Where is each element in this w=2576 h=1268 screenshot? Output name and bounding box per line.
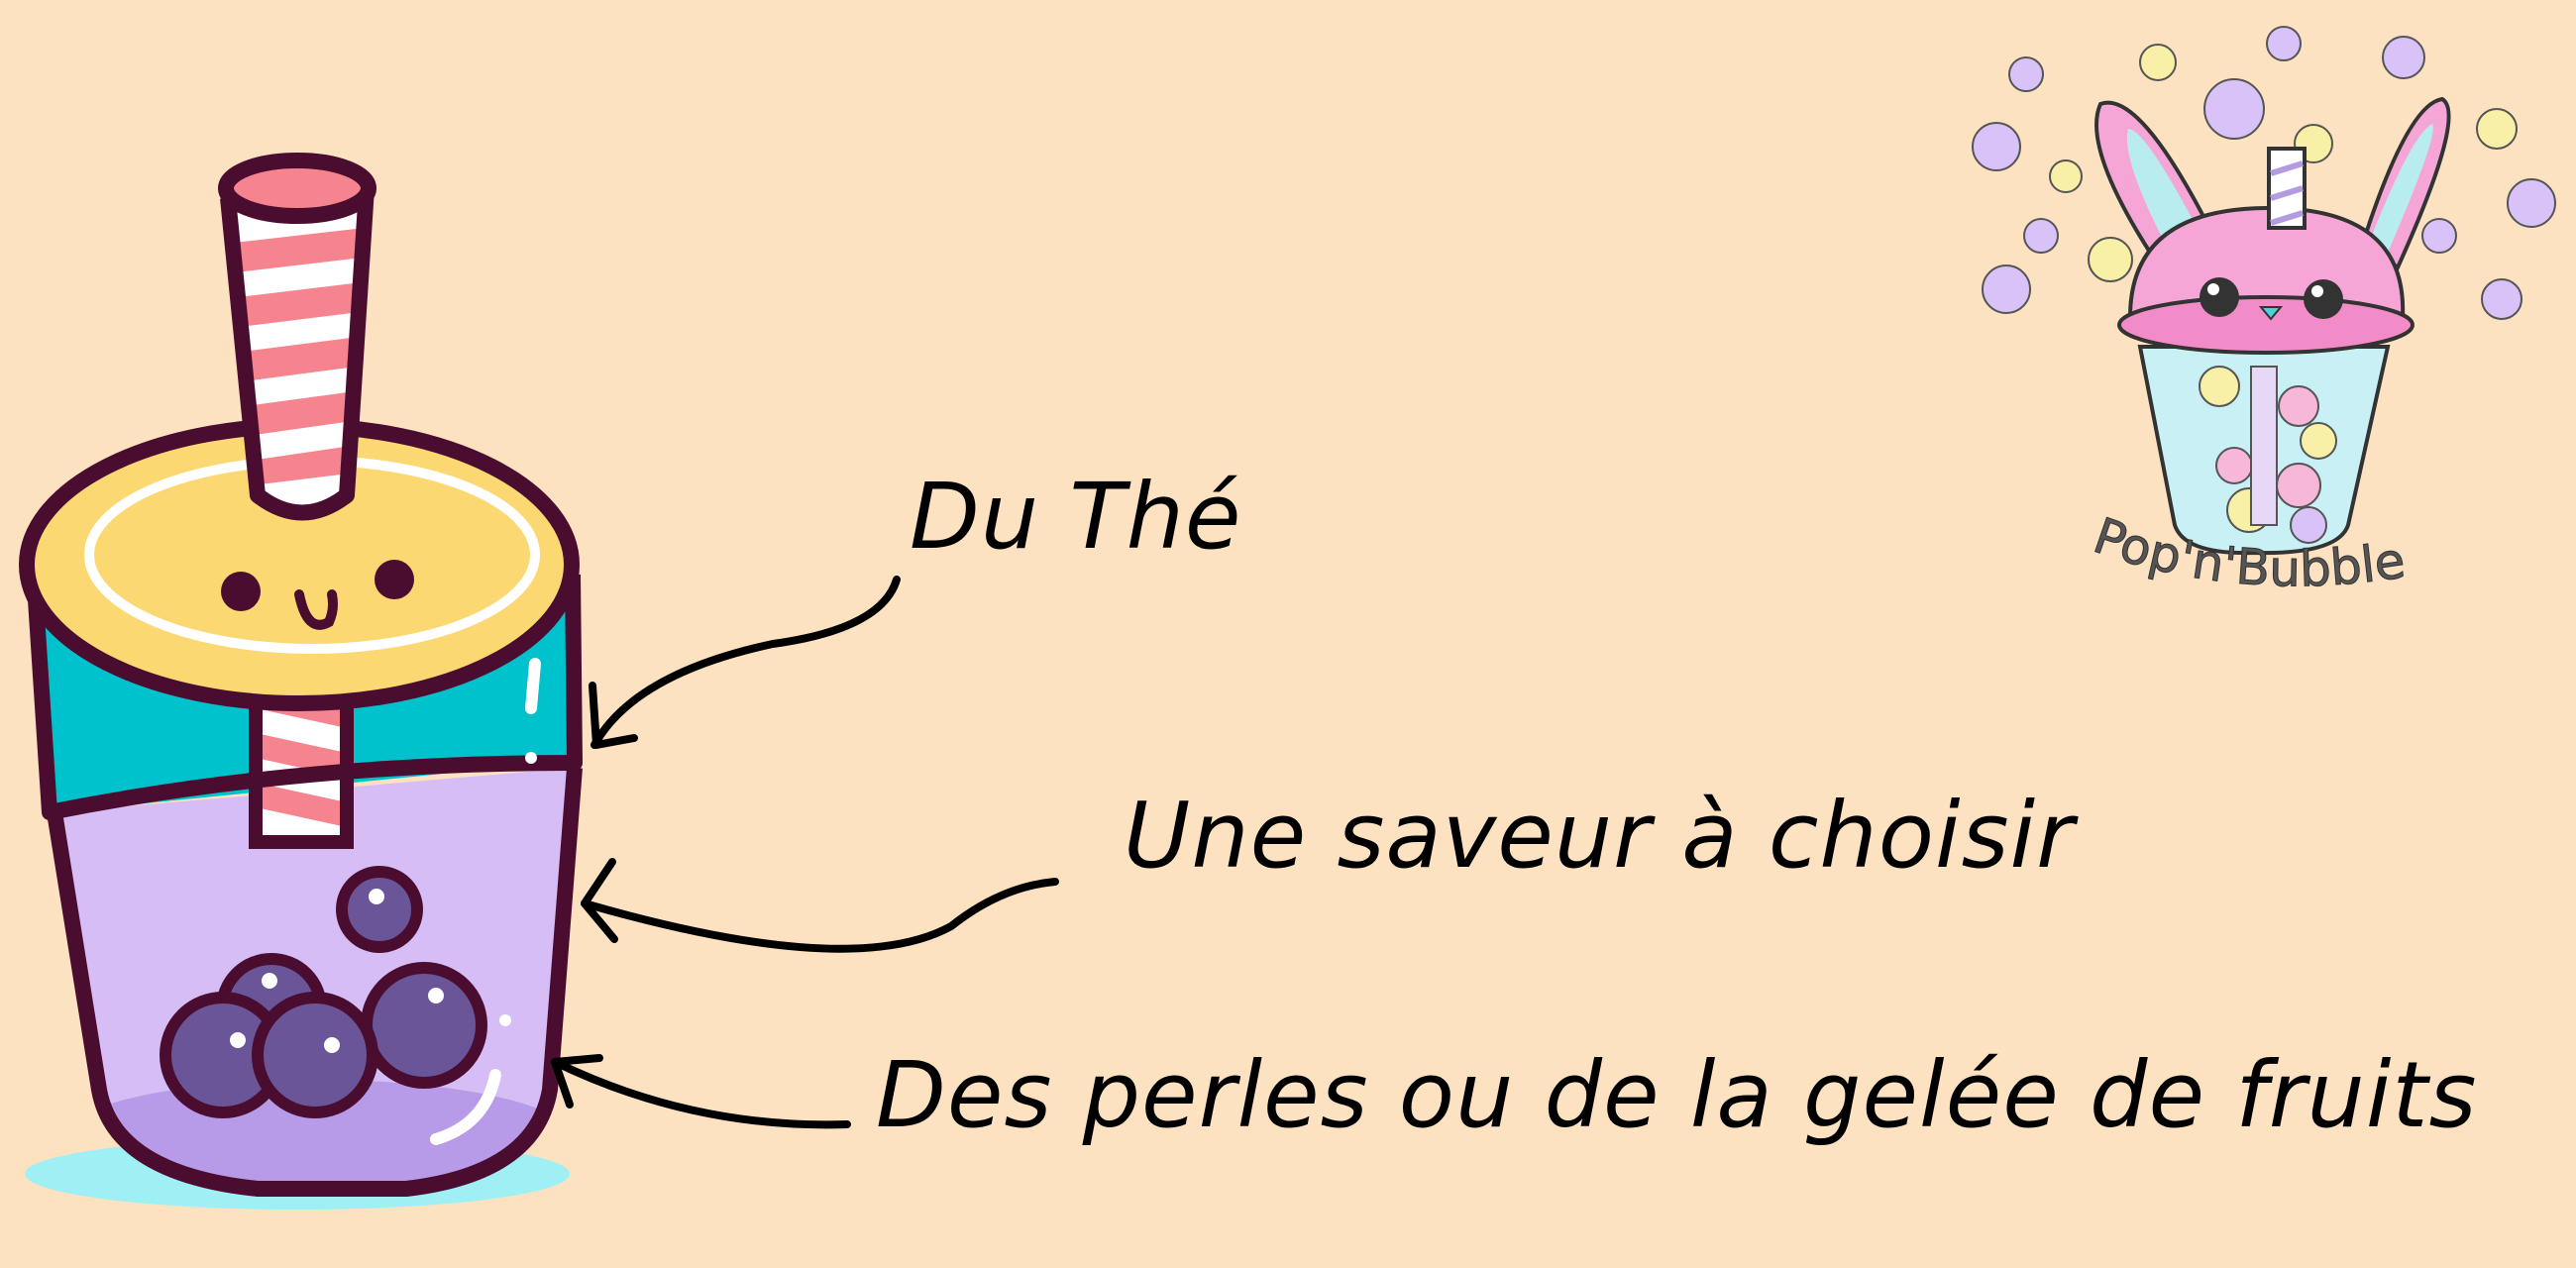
bubble-tea-cup-illustration [19,153,583,1210]
tapioca-pearls [160,866,487,1118]
cup-face [221,560,414,630]
label-tea: Du Thé [910,464,1242,570]
arrow-icon [589,576,901,749]
straw-top [218,153,376,521]
pop-n-bubble-logo [1972,26,2556,556]
arrow-icon [581,858,1059,953]
arrow-icon [551,1054,851,1129]
label-flavor: Une saveur à choisir [1124,783,2075,889]
logo-text: Pop'n'Bubble [2087,507,2409,598]
label-pearls: Des perles ou de la gelée de fruits [876,1042,2478,1148]
